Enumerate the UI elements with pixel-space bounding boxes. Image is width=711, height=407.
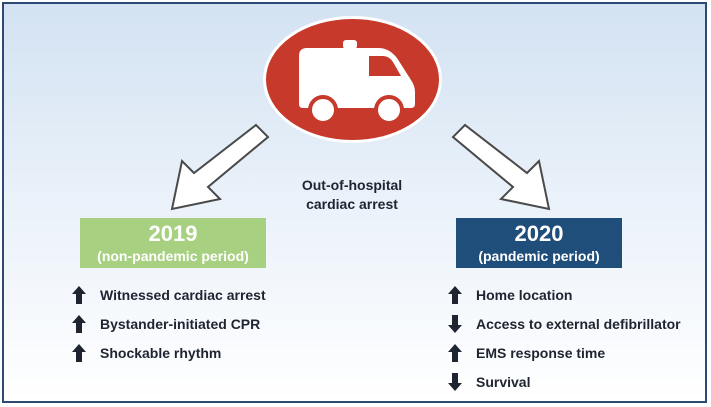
item-label: Bystander-initiated CPR [100,315,261,332]
center-label: Out-of-hospital cardiac arrest [272,176,432,214]
period-2019: (non-pandemic period) [97,248,249,264]
list-item: Survival [448,367,681,396]
diagram-frame: Out-of-hospital cardiac arrest 2019 (non… [2,2,707,403]
list-item: Bystander-initiated CPR [72,309,266,338]
item-label: Witnessed cardiac arrest [100,286,266,303]
list-item: Shockable rhythm [72,338,266,367]
item-label: EMS response time [476,344,606,361]
item-label: Home location [476,286,573,303]
box-2019: 2019 (non-pandemic period) [80,218,266,268]
arrow-up-icon [448,285,462,304]
arrow-up-icon [72,343,86,362]
item-label: Access to external defibrillator [476,315,681,332]
center-label-line2: cardiac arrest [306,196,398,212]
year-2019: 2019 [148,221,198,246]
list-2019: Witnessed cardiac arrest Bystander-initi… [72,280,266,367]
list-item: Home location [448,280,681,309]
list-item: EMS response time [448,338,681,367]
list-2020: Home location Access to external defibri… [448,280,681,396]
arrow-up-icon [72,285,86,304]
list-item: Witnessed cardiac arrest [72,280,266,309]
period-2020: (pandemic period) [478,248,600,264]
arrow-up-icon [448,343,462,362]
item-label: Survival [476,373,531,390]
arrow-up-icon [72,314,86,333]
ambulance-icon [263,16,442,143]
arrow-to-2020 [451,123,551,211]
center-label-line1: Out-of-hospital [301,177,403,193]
item-label: Shockable rhythm [100,344,222,361]
arrow-down-icon [448,314,462,333]
year-2020: 2020 [514,221,564,246]
box-2020: 2020 (pandemic period) [456,218,622,268]
arrow-to-2019 [170,123,270,211]
list-item: Access to external defibrillator [448,309,681,338]
arrow-down-icon [448,372,462,391]
